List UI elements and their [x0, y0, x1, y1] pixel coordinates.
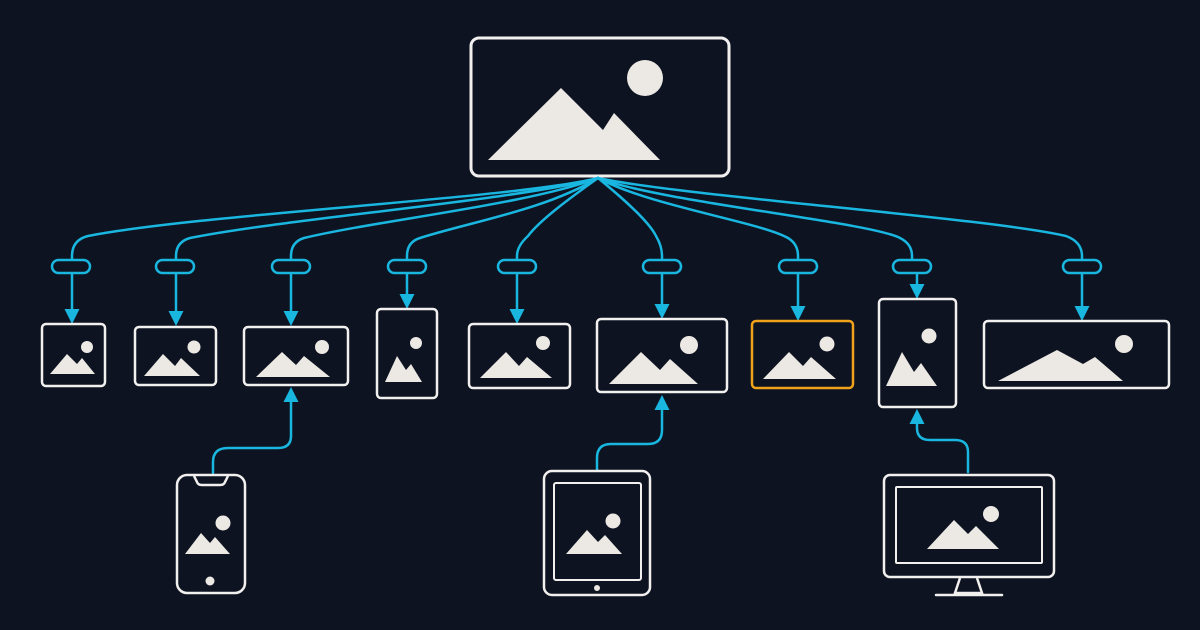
connector-line — [596, 176, 1084, 264]
connector-lines — [70, 176, 1084, 264]
image-variant-5 — [467, 322, 572, 390]
connector-line — [515, 176, 600, 264]
phone-home-button — [205, 576, 215, 586]
tablet-arrow — [595, 395, 670, 472]
image-variant-2 — [133, 325, 218, 387]
pill-node-icon — [641, 258, 683, 275]
pill-node-icon — [154, 258, 196, 275]
landscape-image-icon — [185, 515, 231, 554]
image-variant-4 — [375, 307, 439, 400]
pill-node-icon — [1061, 258, 1103, 275]
connector-line — [596, 176, 914, 264]
landscape-image-icon — [256, 340, 330, 377]
connector-line — [70, 176, 600, 264]
breakpoint-nodes — [50, 258, 1103, 275]
tablet-home-button — [594, 585, 600, 591]
node-arrows — [64, 273, 1090, 326]
device-arrows — [211, 387, 970, 475]
connector-line — [596, 176, 664, 264]
connector-line — [174, 176, 600, 264]
landscape-image-icon — [886, 328, 937, 386]
desktop-monitor-icon — [882, 473, 1056, 597]
pill-node-icon — [891, 258, 933, 275]
landscape-image-icon — [480, 336, 552, 378]
landscape-image-icon — [50, 341, 95, 374]
landscape-image-icon — [927, 506, 999, 549]
image-variant-8 — [877, 297, 958, 409]
connector-line — [596, 176, 800, 264]
source-image — [469, 36, 731, 178]
image-variant-9 — [982, 319, 1171, 390]
landscape-image-icon — [385, 337, 422, 382]
connector-line — [289, 176, 600, 264]
pill-node-icon — [50, 258, 92, 275]
smartphone-icon — [175, 473, 247, 595]
desktop-arrow — [909, 409, 970, 474]
landscape-image-icon — [609, 336, 698, 384]
monitor-stand — [953, 577, 984, 595]
landscape-image-icon — [488, 60, 663, 160]
image-variant-6 — [595, 317, 729, 394]
tablet-icon — [542, 469, 652, 597]
landscape-image-icon — [566, 513, 622, 554]
phone-arrow — [211, 387, 299, 475]
image-variant-7-highlighted — [750, 319, 855, 390]
connector-line — [405, 176, 600, 264]
image-variant-1 — [40, 322, 107, 388]
image-variants — [40, 297, 1171, 409]
landscape-image-icon — [763, 336, 836, 379]
pill-node-icon — [386, 258, 428, 275]
pill-node-icon — [270, 258, 312, 275]
image-variant-3 — [242, 325, 350, 387]
pill-node-icon — [777, 258, 819, 275]
pill-node-icon — [496, 258, 538, 275]
landscape-image-icon — [998, 335, 1133, 381]
landscape-image-icon — [144, 340, 201, 376]
